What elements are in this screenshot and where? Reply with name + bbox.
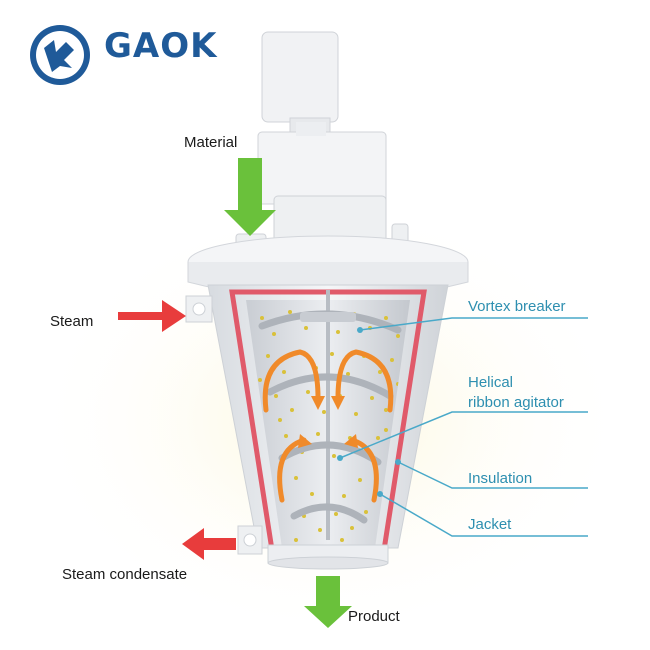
- label-product: Product: [348, 608, 400, 625]
- label-material: Material: [184, 134, 238, 151]
- callout-vortex-breaker: Vortex breaker: [468, 298, 566, 315]
- callout-helical-line1: Helical: [468, 374, 514, 391]
- label-steam-condensate: Steam condensate: [62, 566, 188, 583]
- condensate-outlet-nozzle: [237, 525, 263, 555]
- steam-arrow-right-icon: [118, 300, 186, 332]
- discharge-outlet: [267, 544, 389, 570]
- callout-helical-line2: ribbon agitator: [468, 394, 564, 411]
- material-arrow-down-icon: [224, 158, 276, 236]
- flow-arrows: [262, 349, 394, 503]
- callout-insulation: Insulation: [468, 470, 533, 487]
- steam-inlet-nozzle: [185, 295, 213, 323]
- gaok-logo-icon: [30, 25, 90, 85]
- callout-jacket: Jacket: [468, 516, 512, 533]
- callout-lines: [339, 317, 588, 537]
- vortex-breaker-blade: [300, 312, 356, 322]
- callout-dots: [337, 327, 401, 497]
- label-steam: Steam: [50, 313, 94, 330]
- flow-arrow-heads: [298, 396, 358, 448]
- product-arrow-down-icon: [304, 576, 352, 628]
- helical-ribbon-agitator: [258, 290, 402, 540]
- condensate-arrow-left-icon: [182, 528, 236, 560]
- brand-name: GAOK: [104, 26, 218, 66]
